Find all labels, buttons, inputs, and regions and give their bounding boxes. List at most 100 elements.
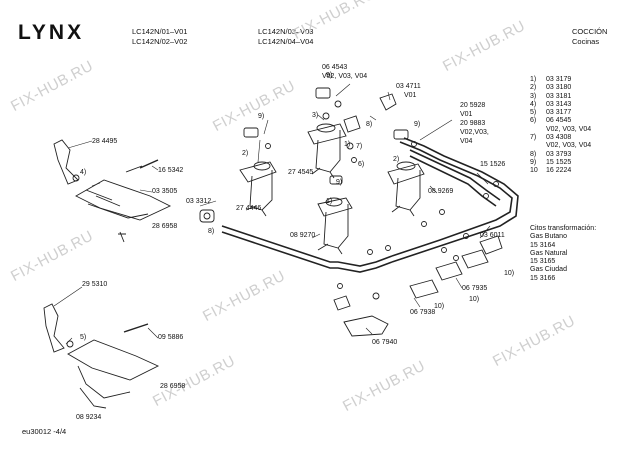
part-number: 03 4308 bbox=[546, 134, 572, 142]
part-label: V02, V03, V04 bbox=[322, 73, 368, 80]
conversion-line: Gas Ciudad bbox=[530, 266, 567, 274]
callout: 9) bbox=[414, 121, 421, 128]
part-label: 06 7938 bbox=[410, 309, 436, 316]
callout: 8) bbox=[366, 121, 373, 128]
item-number bbox=[530, 142, 546, 150]
part-label: 29 5310 bbox=[82, 281, 108, 288]
part-label: V04 bbox=[460, 138, 473, 145]
part-label: 06 4543 bbox=[322, 64, 348, 71]
parts-list-row: 3)03 3181 bbox=[530, 93, 591, 101]
item-number: 3) bbox=[530, 92, 537, 100]
part-label: 27 4545 bbox=[288, 169, 314, 176]
category-title: COCCIÓN bbox=[572, 27, 608, 36]
part-number: 03 3180 bbox=[546, 84, 572, 92]
models-left: LC142N/01–V01 LC142N/02–V02 bbox=[132, 27, 187, 47]
callout: 5) bbox=[80, 334, 87, 341]
part-number: 15 1525 bbox=[546, 158, 572, 166]
part-number: 03 3793 bbox=[546, 150, 572, 158]
burner-valve-right bbox=[387, 161, 425, 217]
callout: 9) bbox=[326, 72, 333, 79]
part-label: 28 4495 bbox=[92, 138, 118, 145]
category: COCCIÓN Cocinas bbox=[572, 27, 607, 47]
part-number: 03 3179 bbox=[546, 76, 572, 83]
part-label: 20 9883 bbox=[460, 120, 486, 127]
parts-list-row: 4)03 3143 bbox=[530, 101, 591, 109]
part-label: V02,V03, bbox=[460, 129, 489, 136]
callout: 6) bbox=[358, 161, 365, 168]
burner-valve-left bbox=[239, 161, 277, 217]
parts-list-row: V02, V03, V04 bbox=[530, 142, 591, 150]
part-variant: V02, V03, V04 bbox=[546, 142, 592, 150]
parts-list-row: 8) 03 3793 bbox=[530, 151, 591, 159]
conversion-line: Gas Butano bbox=[530, 233, 567, 241]
model-line: LC142N/01–V01 bbox=[132, 27, 188, 36]
callout: 1) bbox=[326, 198, 333, 205]
callout: 9) bbox=[258, 113, 265, 120]
models-right: LC142N/03–V03 LC142N/04–V04 bbox=[258, 27, 313, 47]
part-label: 08 9234 bbox=[76, 414, 102, 421]
leader-lines bbox=[53, 83, 491, 345]
conversion-line: 15 3166 bbox=[530, 274, 556, 282]
part-label: 03 3505 bbox=[152, 188, 178, 195]
callout: 2) bbox=[393, 156, 400, 163]
parts-list: 1)03 3179 2)03 3180 3)03 3181 4)03 3143 … bbox=[530, 76, 591, 176]
callout: 4) bbox=[80, 169, 87, 176]
part-label: 28 6958 bbox=[160, 383, 186, 390]
thermocouple-assembly-lower bbox=[43, 303, 160, 409]
parts-list-row: 9) 15 1525 bbox=[530, 159, 591, 167]
item-number: 2) bbox=[530, 84, 537, 92]
item-number: 9) bbox=[530, 158, 537, 166]
callout: 7) bbox=[356, 143, 363, 150]
gas-manifold-tube bbox=[221, 137, 519, 273]
part-label: 03 3312 bbox=[186, 198, 212, 205]
part-label: 06 7935 bbox=[462, 285, 488, 292]
part-label: 03 4711 bbox=[396, 83, 421, 90]
callout: 9) bbox=[336, 179, 343, 186]
item-number: 5) bbox=[530, 109, 537, 117]
conversion-line: Gas Natural bbox=[530, 249, 568, 257]
part-label: 06 7940 bbox=[372, 339, 398, 346]
conversion-line: 15 3165 bbox=[530, 258, 556, 266]
part-label: 20 5928 bbox=[460, 102, 486, 109]
valve-knobs-row bbox=[333, 181, 503, 337]
item-number: 10 bbox=[530, 167, 538, 175]
parts-list-row: V02, V03, V04 bbox=[530, 126, 591, 134]
parts-list-row: 6)06 4545 bbox=[530, 117, 591, 125]
category-sub: Cocinas bbox=[572, 37, 600, 46]
model-line: LC142N/03–V03 bbox=[258, 27, 314, 36]
item-number: 6) bbox=[530, 117, 537, 125]
gas-conversion-block: Citos transformación: Gas Butano 15 3164… bbox=[530, 225, 596, 283]
callout: 10) bbox=[469, 296, 480, 303]
model-line: LC142N/02–V02 bbox=[132, 37, 188, 46]
parts-list-row: 1)03 3179 bbox=[530, 76, 591, 84]
item-number: 8) bbox=[530, 150, 537, 158]
burner-valve-center bbox=[307, 123, 347, 179]
callout: 3) bbox=[312, 112, 319, 119]
part-label: 27 4446 bbox=[236, 205, 262, 212]
part-variant: V02, V03, V04 bbox=[546, 125, 592, 133]
parts-list-row: 5) 03 3177 bbox=[530, 109, 591, 117]
part-label: V01 bbox=[404, 92, 417, 99]
part-label: 28 6958 bbox=[152, 223, 178, 230]
thermocouple-assembly-upper bbox=[53, 139, 172, 243]
callout: 2) bbox=[242, 150, 249, 157]
conversion-line: 15 3164 bbox=[530, 241, 556, 249]
top-fittings bbox=[243, 87, 417, 185]
part-label: V01 bbox=[460, 111, 473, 118]
part-label: 08 9269 bbox=[428, 188, 454, 195]
part-label: 16 5342 bbox=[158, 167, 184, 174]
part-label: 08 9270 bbox=[290, 232, 316, 239]
callout: 10) bbox=[434, 303, 445, 310]
callout: 1) bbox=[344, 141, 351, 148]
callout: 10) bbox=[504, 270, 515, 277]
model-line: LC142N/04–V04 bbox=[258, 37, 314, 46]
nut-03-3312 bbox=[199, 209, 215, 223]
item-number bbox=[530, 126, 546, 134]
parts-list-row: 2) 03 3180 bbox=[530, 84, 591, 92]
part-label: 15 1526 bbox=[480, 161, 506, 168]
part-number: 03 3177 bbox=[546, 109, 572, 117]
conversion-title: Citos transformación: bbox=[530, 225, 597, 232]
part-label: 03 6011 bbox=[480, 232, 505, 239]
